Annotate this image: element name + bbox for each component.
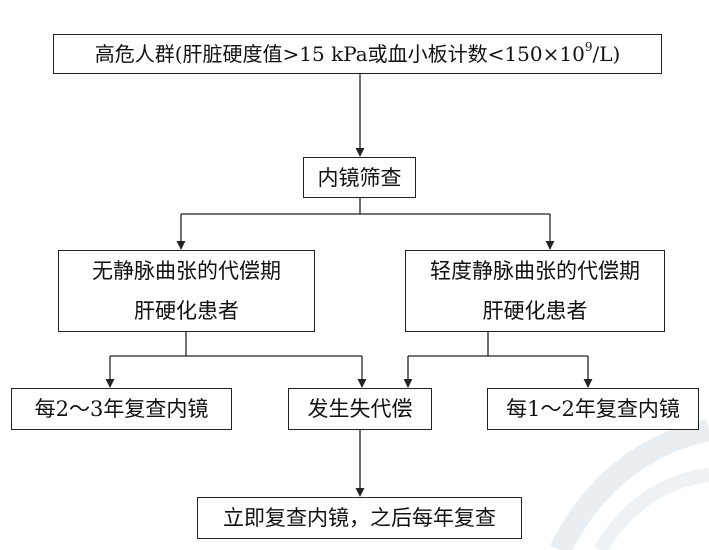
decompensation-box: 发生失代偿 [288, 388, 432, 430]
every-1-2-years-box: 每1～2年复查内镜 [487, 388, 699, 430]
endoscopy-screening-box: 内镜筛查 [303, 157, 416, 198]
decompensation-label: 发生失代偿 [307, 397, 413, 421]
every-1-2-years-label: 每1～2年复查内镜 [506, 397, 680, 421]
high-risk-sup: 9 [584, 40, 593, 55]
mild-varices-box: 轻度静脉曲张的代偿期 肝硬化患者 [405, 250, 665, 332]
high-risk-group-box: 高危人群(肝脏硬度值>15 kPa或血小板计数<150×109/L) [53, 34, 662, 74]
every-2-3-years-box: 每2～3年复查内镜 [11, 388, 232, 430]
immediate-recheck-box: 立即复查内镜，之后每年复查 [197, 497, 522, 539]
endoscopy-screening-label: 内镜筛查 [317, 165, 402, 190]
high-risk-suffix: /L) [592, 42, 621, 66]
no-varices-line1: 无静脉曲张的代偿期 [92, 259, 281, 283]
mild-varices-line2: 肝硬化患者 [482, 299, 588, 323]
every-2-3-years-label: 每2～3年复查内镜 [34, 397, 209, 421]
no-varices-box: 无静脉曲张的代偿期 肝硬化患者 [58, 250, 315, 332]
high-risk-prefix: 高危人群(肝脏硬度值>15 kPa或血小板计数<150×10 [94, 42, 585, 66]
mild-varices-line1: 轻度静脉曲张的代偿期 [430, 259, 640, 283]
no-varices-line2: 肝硬化患者 [134, 299, 239, 323]
immediate-recheck-label: 立即复查内镜，之后每年复查 [223, 506, 496, 530]
high-risk-group-label: 高危人群(肝脏硬度值>15 kPa或血小板计数<150×109/L) [95, 34, 621, 74]
